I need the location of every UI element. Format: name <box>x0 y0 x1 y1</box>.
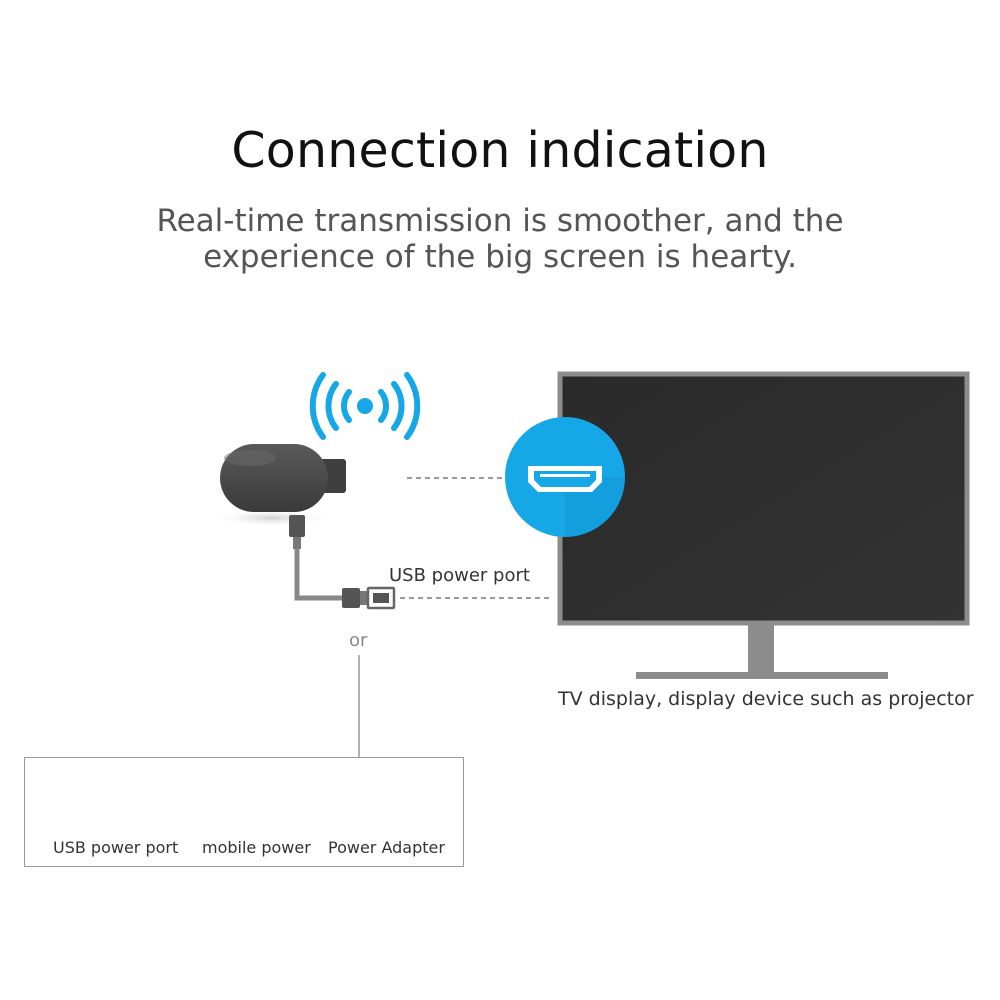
tv-display <box>557 371 970 679</box>
usb-power-port-source-label: USB power port <box>53 838 179 857</box>
wireless-display-dongle <box>212 444 346 527</box>
page-title: Connection indication <box>231 122 769 179</box>
subtitle-line-1: Real-time transmission is smoother, and … <box>156 203 844 239</box>
power-source-box <box>24 757 464 867</box>
usb-cable <box>289 515 396 610</box>
power-adapter-label: Power Adapter <box>328 838 445 857</box>
mobile-power-label: mobile power <box>202 838 311 857</box>
wifi-signal-icon <box>309 372 421 440</box>
or-label: or <box>349 630 368 651</box>
hdmi-port-icon <box>505 417 625 537</box>
usb-power-port-label: USB power port <box>389 565 530 586</box>
page-subtitle: Real-time transmission is smoother, and … <box>0 203 1000 275</box>
tv-caption: TV display, display device such as proje… <box>558 688 974 710</box>
subtitle-line-2: experience of the big screen is hearty. <box>203 239 797 275</box>
